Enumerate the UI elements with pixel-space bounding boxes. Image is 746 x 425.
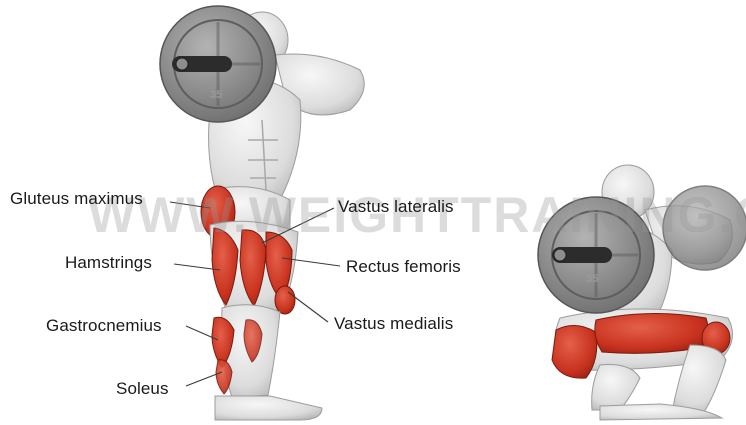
label-vastus-lateralis: Vastus lateralis — [338, 197, 454, 217]
plate-weight-label-squat: 35 — [586, 273, 598, 285]
vastus-medialis-muscle — [275, 286, 295, 314]
label-soleus: Soleus — [116, 379, 169, 399]
label-hamstrings: Hamstrings — [65, 253, 152, 273]
label-gastrocnemius: Gastrocnemius — [46, 316, 162, 336]
barbell-plate-standing: 35 — [160, 6, 276, 122]
label-vastus-medialis: Vastus medialis — [334, 314, 453, 334]
label-rectus-femoris: Rectus femoris — [346, 257, 461, 277]
plate-weight-label: 35 — [210, 89, 222, 101]
squatting-gluteus-muscle — [552, 325, 597, 378]
label-gluteus-maximus: Gluteus maximus — [10, 189, 143, 209]
squatting-back-shin — [592, 365, 640, 410]
standing-feet — [215, 396, 322, 420]
